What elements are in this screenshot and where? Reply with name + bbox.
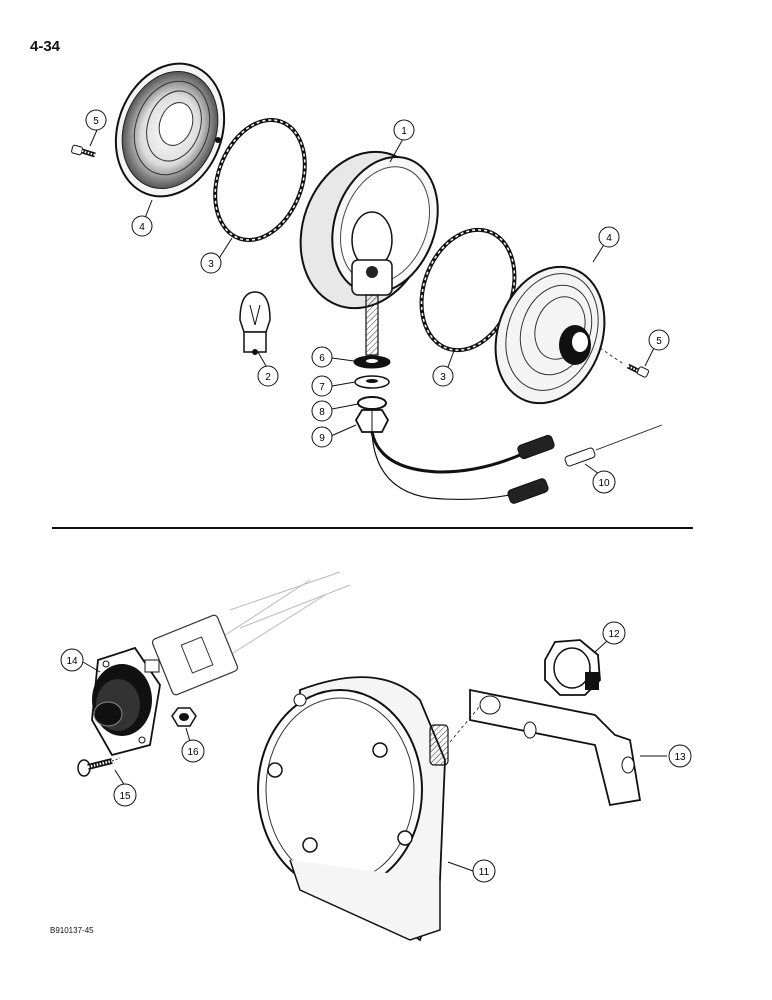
threaded-stem bbox=[365, 294, 379, 356]
svg-text:16: 16 bbox=[187, 747, 199, 758]
svg-text:14: 14 bbox=[66, 656, 78, 667]
screw-15 bbox=[77, 757, 121, 777]
callout-15: 15 bbox=[113, 783, 137, 807]
nut-16 bbox=[171, 707, 197, 727]
screw-left bbox=[71, 144, 96, 158]
callout-11: 11 bbox=[472, 859, 496, 883]
callout-14: 14 bbox=[60, 648, 84, 672]
svg-text:4: 4 bbox=[139, 222, 145, 233]
svg-text:13: 13 bbox=[674, 752, 686, 763]
svg-text:3: 3 bbox=[440, 372, 446, 383]
svg-text:6: 6 bbox=[319, 353, 325, 364]
svg-text:9: 9 bbox=[319, 433, 325, 444]
svg-text:1: 1 bbox=[401, 126, 407, 137]
left-gasket bbox=[213, 117, 307, 243]
lamp-housing bbox=[299, 150, 439, 310]
horn-wiring bbox=[151, 571, 351, 696]
callout-1: 1 bbox=[393, 119, 415, 141]
callout-4-right: 4 bbox=[598, 226, 620, 248]
bulb bbox=[239, 291, 271, 355]
svg-text:11: 11 bbox=[479, 867, 490, 878]
svg-text:5: 5 bbox=[656, 336, 662, 347]
horn-button bbox=[91, 646, 161, 757]
callout-2: 2 bbox=[257, 365, 279, 387]
svg-text:5: 5 bbox=[93, 116, 99, 127]
callout-7: 7 bbox=[311, 375, 333, 397]
callout-9: 9 bbox=[311, 426, 333, 448]
left-lens bbox=[114, 62, 226, 198]
svg-text:12: 12 bbox=[608, 629, 620, 640]
right-lens bbox=[494, 265, 606, 405]
wire-harness bbox=[370, 424, 663, 504]
nut-9 bbox=[354, 409, 390, 433]
horn-body bbox=[257, 676, 449, 942]
page-number: 4-34 bbox=[30, 38, 61, 55]
callout-12: 12 bbox=[602, 621, 626, 645]
callout-3-right: 3 bbox=[432, 365, 454, 387]
svg-text:2: 2 bbox=[265, 372, 271, 383]
svg-text:7: 7 bbox=[319, 382, 325, 393]
screw-right bbox=[599, 347, 650, 378]
callout-4-left: 4 bbox=[131, 215, 153, 237]
mounting-bracket bbox=[449, 688, 642, 807]
svg-text:8: 8 bbox=[319, 407, 325, 418]
svg-text:15: 15 bbox=[119, 791, 131, 802]
svg-text:3: 3 bbox=[208, 259, 214, 270]
callout-10: 10 bbox=[592, 470, 616, 494]
washer-6 bbox=[353, 355, 391, 369]
lock-washer-8 bbox=[357, 396, 387, 410]
callout-16: 16 bbox=[181, 739, 205, 763]
callout-circles: 1 2 3 3 4 4 5 5 6 7 8 9 10 11 12 13 14 1… bbox=[60, 109, 692, 883]
svg-text:4: 4 bbox=[606, 233, 612, 244]
callout-6: 6 bbox=[311, 346, 333, 368]
callout-13: 13 bbox=[668, 744, 692, 768]
callout-5-right: 5 bbox=[648, 329, 670, 351]
callout-3-left: 3 bbox=[200, 252, 222, 274]
svg-text:10: 10 bbox=[598, 478, 610, 489]
large-nut bbox=[544, 639, 601, 696]
figure-code: B910137-45 bbox=[50, 926, 94, 935]
washer-7 bbox=[354, 375, 390, 389]
callouts bbox=[82, 129, 667, 872]
callout-8: 8 bbox=[311, 400, 333, 422]
callout-5-left: 5 bbox=[85, 109, 107, 131]
